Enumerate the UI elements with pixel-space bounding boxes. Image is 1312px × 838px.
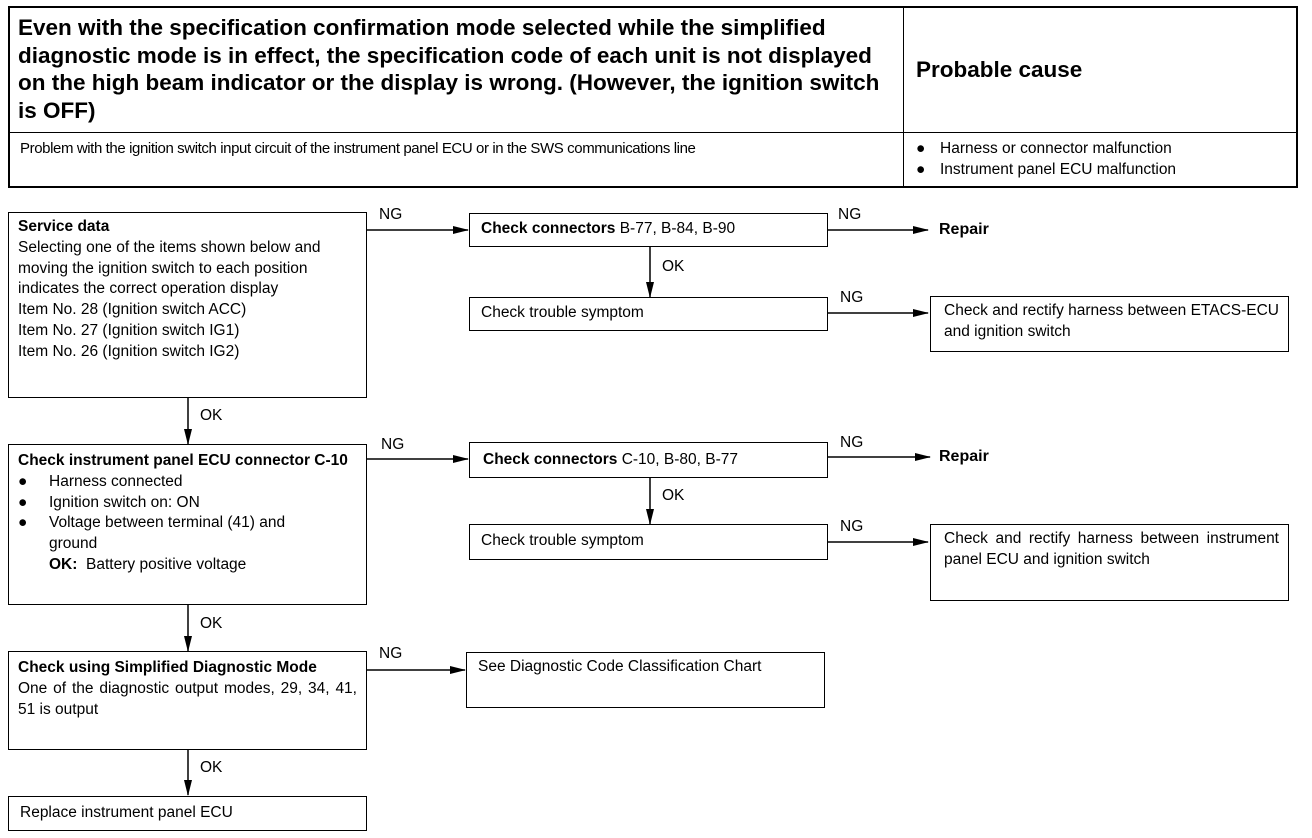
- ok-label: OK: [662, 487, 685, 504]
- ng-label: NG: [840, 518, 864, 535]
- rectify-harness-box-2: Check and rectify harness between instru…: [930, 524, 1289, 601]
- probable-cause-heading: Probable cause: [904, 8, 1296, 133]
- ok-label: OK: [200, 759, 223, 776]
- ok-label: OK: [200, 407, 223, 424]
- repair-label-1: Repair: [939, 221, 989, 238]
- diagnostic-chart-box: See Diagnostic Code Classification Chart: [466, 652, 825, 708]
- ok-label: OK: [662, 258, 685, 275]
- probable-cause-list: ●Harness or connector malfunction ●Instr…: [904, 133, 1296, 186]
- trouble-symptom-box-1: Check trouble symptom: [469, 297, 828, 331]
- simplified-diagnostic-box: Check using Simplified Diagnostic Mode O…: [8, 651, 367, 750]
- service-data-box: Service data Selecting one of the items …: [8, 212, 367, 398]
- bullet-icon: ●: [18, 472, 28, 490]
- check-bullet: ●Ignition switch on: ON: [18, 493, 357, 514]
- replace-ecu-box: Replace instrument panel ECU: [8, 796, 367, 831]
- check-connectors-box-2: Check connectors C-10, B-80, B-77: [469, 442, 828, 478]
- ng-label: NG: [840, 434, 864, 451]
- check-connectors-box-1: Check connectors B-77, B-84, B-90: [469, 213, 828, 247]
- ng-label: NG: [838, 206, 862, 223]
- symptom-title: Even with the specification confirmation…: [10, 8, 904, 133]
- ng-label: NG: [840, 289, 864, 306]
- rectify-harness-box-1: Check and rectify harness between ETACS-…: [930, 296, 1289, 352]
- check-bullet: ●Harness connected: [18, 472, 357, 493]
- problem-description: Problem with the ignition switch input c…: [10, 133, 904, 186]
- bullet-icon: ●: [18, 493, 28, 511]
- trouble-symptom-box-2: Check trouble symptom: [469, 524, 828, 560]
- ng-label: NG: [379, 206, 403, 223]
- service-item: Item No. 28 (Ignition switch ACC): [18, 301, 247, 319]
- bullet-icon: ●: [18, 514, 28, 532]
- bullet-icon: ●: [916, 140, 926, 157]
- cause-item: ●Harness or connector malfunction: [916, 139, 1296, 160]
- ecu-connector-check-box: Check instrument panel ECU connector C-1…: [8, 444, 367, 605]
- ok-label: OK: [200, 615, 223, 632]
- repair-label-2: Repair: [939, 448, 989, 465]
- service-item: Item No. 26 (Ignition switch IG2): [18, 342, 240, 360]
- check-bullet: ●Voltage between terminal (41) and groun…: [18, 513, 357, 555]
- ok-criterion: OK: Battery positive voltage: [49, 555, 247, 573]
- bullet-icon: ●: [916, 160, 926, 178]
- ng-label: NG: [381, 436, 405, 453]
- ng-label: NG: [379, 645, 403, 662]
- cause-item: ●Instrument panel ECU malfunction: [916, 160, 1296, 181]
- service-item: Item No. 27 (Ignition switch IG1): [18, 321, 240, 339]
- symptom-table: Even with the specification confirmation…: [8, 6, 1298, 188]
